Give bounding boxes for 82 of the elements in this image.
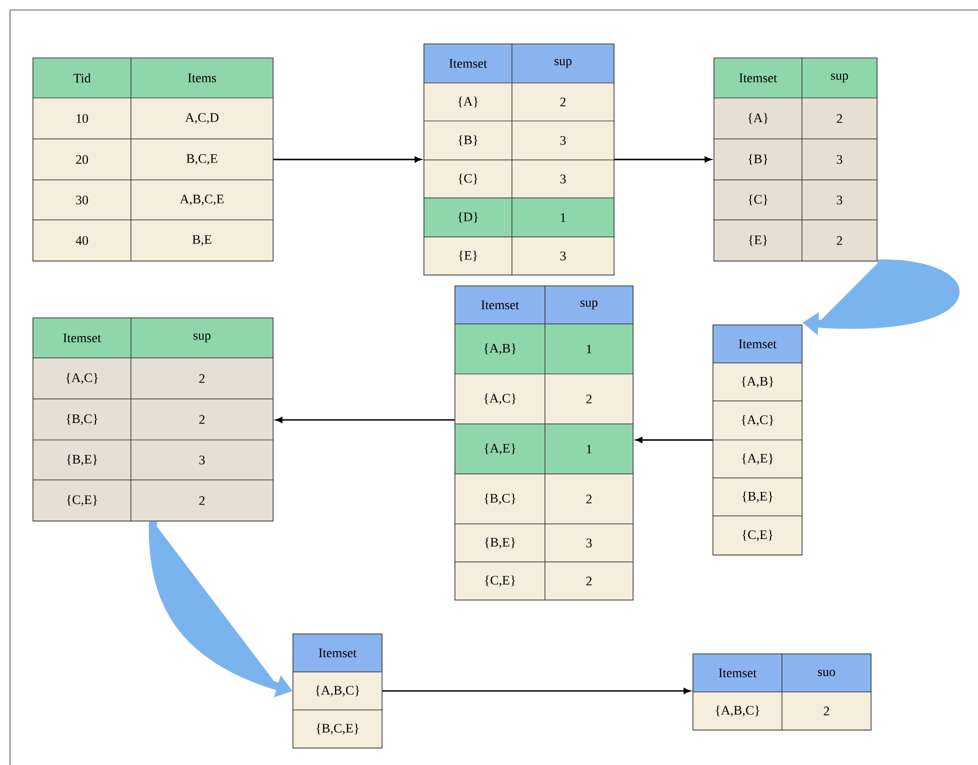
table-cell: {B,C} — [32, 398, 132, 440]
table-cell: 3 — [802, 138, 878, 180]
table-cell: 2 — [512, 82, 614, 122]
arrow — [614, 156, 712, 162]
table-header-cell: suo — [782, 654, 872, 692]
table-cell: {C,E} — [32, 480, 132, 522]
table-cell: {C,E} — [454, 562, 546, 600]
table-cell: {E} — [714, 220, 802, 262]
table-cell: 2 — [130, 398, 274, 440]
table-cell: 2 — [544, 562, 634, 600]
table-cell: 2 — [544, 474, 634, 524]
table-cell: {D} — [424, 198, 512, 238]
table-cell: 2 — [802, 220, 878, 262]
table-cell: {B,E} — [712, 478, 802, 516]
data-table — [714, 58, 878, 262]
table-header-cell: Itemset — [454, 286, 546, 324]
table-cell: {A,B} — [454, 324, 546, 374]
table-cell: B,C,E — [130, 138, 274, 180]
table-header-cell: sup — [802, 58, 878, 98]
table-cell: {A,B,C} — [692, 692, 782, 730]
table-header-cell: Itemset — [424, 44, 512, 84]
data-table — [32, 318, 274, 522]
table-cell: 3 — [544, 524, 634, 562]
data-table — [292, 634, 382, 748]
table-cell: 2 — [130, 358, 274, 400]
table-cell: 2 — [782, 692, 872, 730]
table-cell: {A,C} — [32, 358, 132, 400]
table-cell: {A} — [424, 82, 512, 122]
arrow — [636, 437, 713, 443]
table-cell: A,C,D — [130, 98, 274, 140]
table-cell: 20 — [32, 138, 132, 180]
table-cell: {B,E} — [32, 440, 132, 480]
table-cell: {B,E} — [454, 524, 546, 562]
arrow — [276, 417, 455, 423]
table-header-cell: Itemset — [712, 324, 802, 364]
table-header-cell: Itemset — [32, 318, 132, 358]
table-cell: 3 — [512, 120, 614, 160]
table-header-cell: sup — [130, 318, 274, 358]
table-cell: 10 — [32, 98, 132, 140]
table-cell: {A,B,C} — [292, 672, 382, 710]
table-cell: {B} — [714, 138, 802, 180]
table-header-cell: Itemset — [692, 654, 782, 692]
table-cell: 1 — [544, 424, 634, 474]
arrow — [382, 688, 691, 694]
table-cell: {C} — [714, 180, 802, 220]
table-cell: 3 — [512, 236, 614, 276]
table-cell: {A,C} — [712, 400, 802, 440]
table-cell: {B} — [424, 120, 512, 160]
table-cell: {B,C,E} — [292, 710, 382, 748]
arrow — [273, 156, 422, 162]
table-cell: {B,C} — [454, 474, 546, 524]
table-header-cell: Items — [130, 58, 274, 98]
table-cell: {C} — [424, 160, 512, 198]
table-cell: 2 — [544, 374, 634, 424]
data-table — [692, 654, 872, 730]
data-table — [32, 58, 274, 262]
table-cell: {E} — [424, 236, 512, 276]
table-cell: {A,C} — [454, 374, 546, 424]
table-header-cell: Itemset — [292, 634, 382, 672]
table-cell: {A,E} — [454, 424, 546, 474]
table-cell: 1 — [544, 324, 634, 374]
table-header-cell: Itemset — [714, 58, 802, 98]
table-header-cell: Tid — [32, 58, 132, 98]
table-cell: {C,E} — [712, 516, 802, 556]
table-header-cell: sup — [512, 44, 614, 84]
data-table — [424, 44, 614, 276]
table-cell: 3 — [512, 160, 614, 198]
table-cell: A,B,C,E — [130, 180, 274, 220]
table-header-cell: sup — [544, 286, 634, 324]
data-table — [712, 324, 802, 556]
table-cell: 2 — [130, 480, 274, 522]
table-cell: 40 — [32, 220, 132, 262]
table-cell: {A,B} — [712, 362, 802, 402]
table-cell: 3 — [130, 440, 274, 480]
table-cell: 2 — [802, 98, 878, 140]
data-table — [454, 286, 634, 600]
table-cell: 1 — [512, 198, 614, 238]
table-cell: B,E — [130, 220, 274, 262]
table-cell: {A} — [714, 98, 802, 140]
table-cell: 30 — [32, 180, 132, 220]
table-cell: 3 — [802, 180, 878, 220]
table-cell: {A,E} — [712, 440, 802, 478]
